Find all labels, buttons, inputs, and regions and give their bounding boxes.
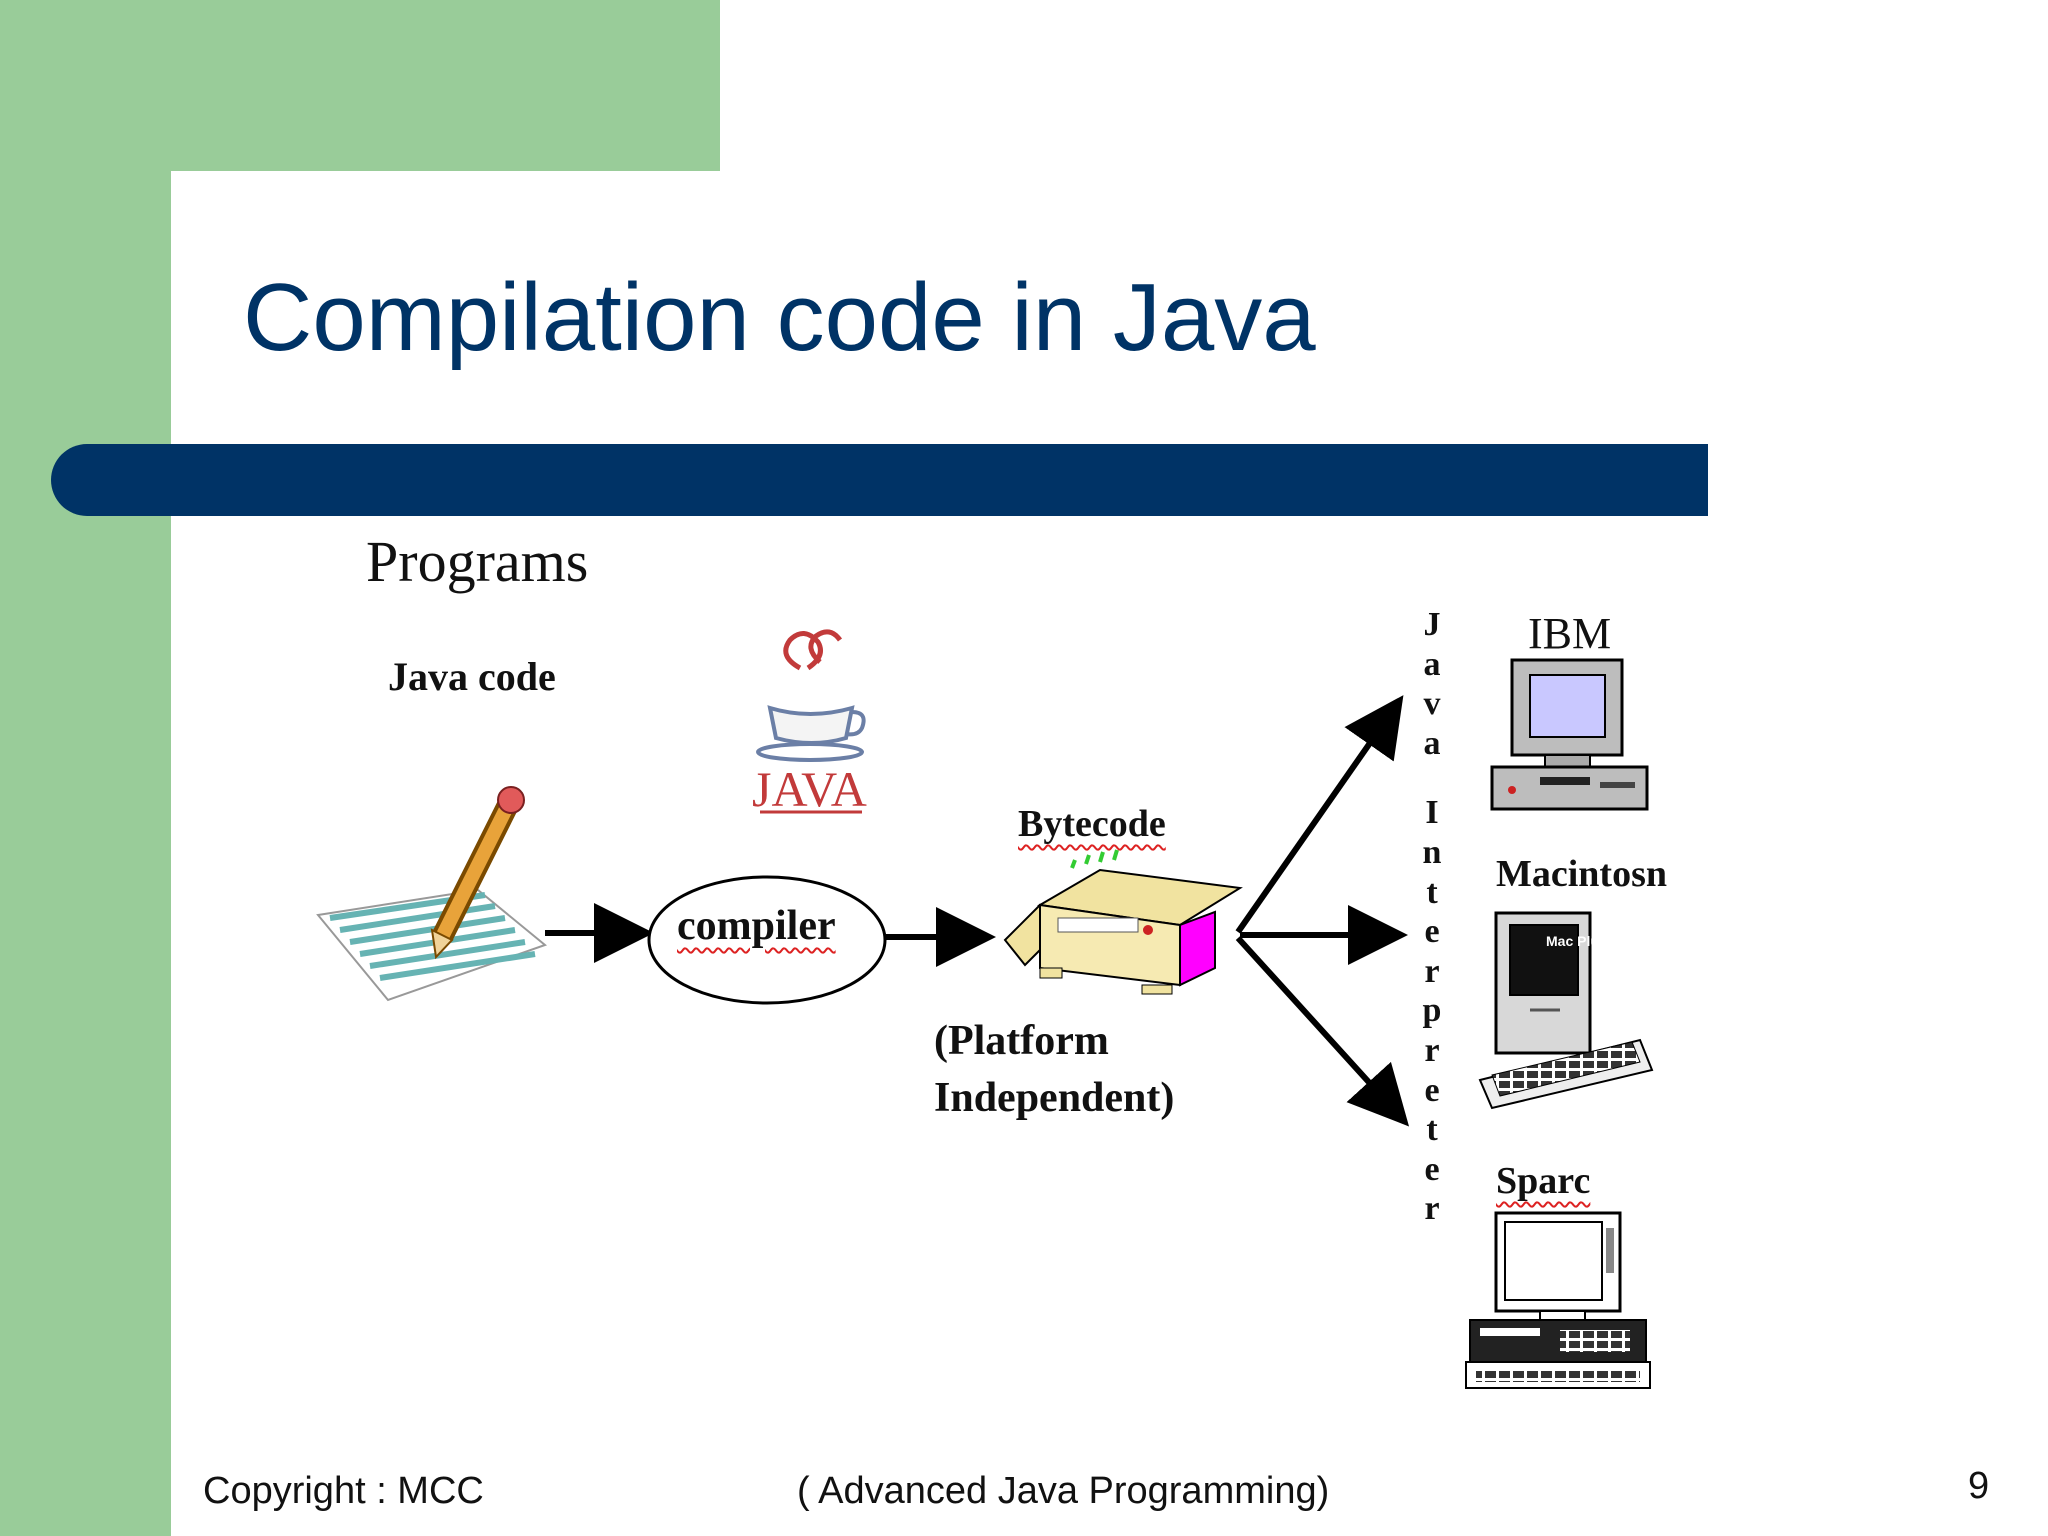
left-green-sidebar [0,0,171,1536]
java-coffee-cup-icon: JAVA [752,629,867,817]
vertical-label-letter: r [1424,1190,1440,1228]
vertical-label-letter: I [1425,794,1439,832]
target-macintosh-label: Macintosn [1496,853,1667,895]
vertical-label-letter: p [1422,992,1442,1030]
platform-label-line2: Independent) [934,1075,1175,1121]
vertical-label-letter: e [1424,1150,1440,1188]
sparc-workstation-icon [1465,1211,1651,1389]
title-underline-bar [51,444,1708,516]
ibm-pc-icon [1490,658,1649,811]
java-logo-text: JAVA [752,761,867,817]
footer-page-number: 9 [1968,1465,1990,1507]
vertical-label-letter: J [1423,606,1441,643]
fan-out-arrows [1235,695,1410,1127]
notepad-pencil-icon [316,786,548,1002]
vertical-label-letter: e [1424,913,1440,951]
target-ibm-label: IBM [1528,609,1612,658]
programs-label: Programs [366,529,589,594]
macintosh-icon: Mac Plu [1478,911,1654,1110]
vertical-label-letter: a [1423,645,1441,683]
vertical-label-letter: r [1424,952,1440,990]
slide-title: Compilation code in Java [243,264,1316,371]
vertical-label-letter: v [1423,685,1441,723]
footer-copyright: Copyright : MCC [203,1470,484,1512]
vertical-label-letter: r [1424,1031,1440,1069]
java-code-label: Java code [388,654,556,699]
vertical-label-letter: e [1424,1071,1440,1109]
platform-label-line1: (Platform [934,1018,1109,1064]
bytecode-box-icon [1003,849,1243,995]
vertical-label-letter: n [1422,833,1442,871]
target-sparc-label: Sparc [1496,1160,1591,1202]
vertical-label-letter: a [1423,724,1441,762]
footer-course: ( Advanced Java Programming) [797,1470,1330,1512]
vertical-label-letter: t [1426,1111,1438,1149]
compiler-label: compiler [677,903,836,949]
mac-screen-text: Mac Plu [1546,933,1599,949]
bytecode-label: Bytecode [1018,803,1166,845]
vertical-label-letter: t [1426,873,1438,911]
